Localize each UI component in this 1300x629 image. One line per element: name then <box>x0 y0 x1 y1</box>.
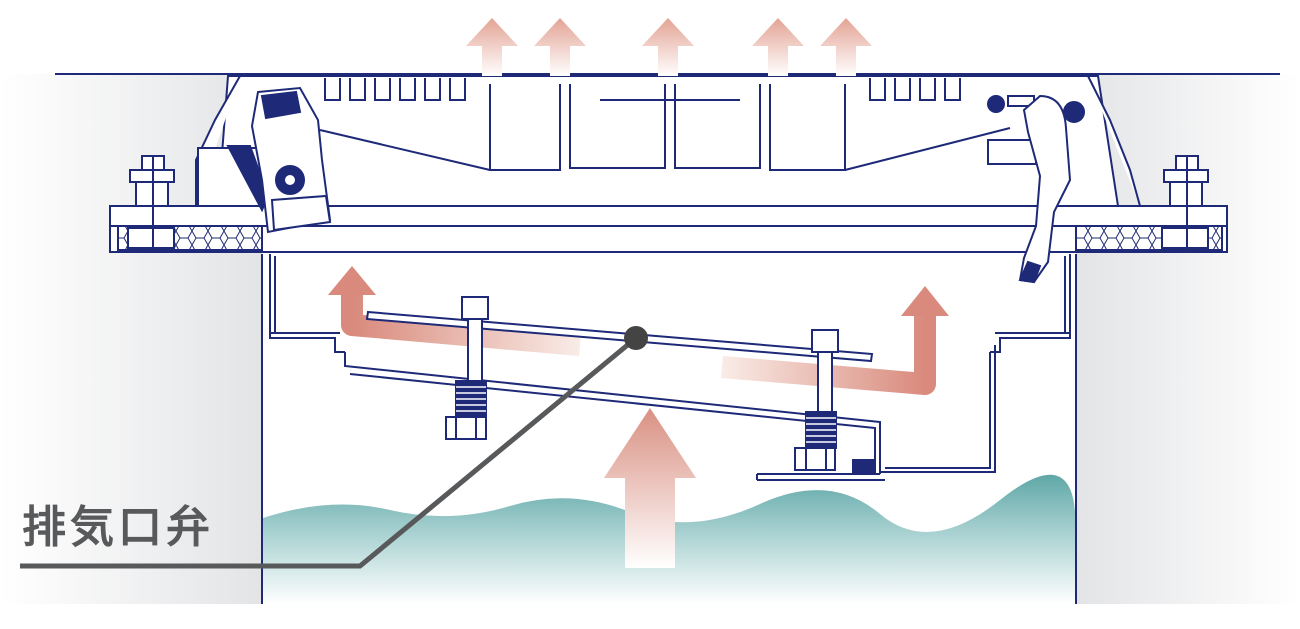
airflow-arrow-icon <box>604 408 696 568</box>
inner-frame <box>269 254 1071 353</box>
anchor-bolt-icon <box>1161 155 1209 250</box>
airflow-arrows-top <box>466 18 872 76</box>
valve-plate <box>365 310 874 363</box>
cover-flange <box>109 205 1228 253</box>
anchor-bolt-icon <box>445 296 489 440</box>
manhole-cover <box>195 75 1141 207</box>
airflow-arrow-left <box>328 266 581 356</box>
anchor-bolt-icon <box>794 329 876 475</box>
valve-callout-label: 排気口弁 <box>22 502 214 553</box>
handle-latch-right <box>987 94 1085 284</box>
callout-leader-line <box>20 336 638 569</box>
valve-pivot-icon <box>624 326 648 350</box>
anchor-bolt-icon <box>127 155 175 250</box>
airflow-arrow-right <box>721 286 949 395</box>
hinge-latch-left <box>197 86 332 234</box>
